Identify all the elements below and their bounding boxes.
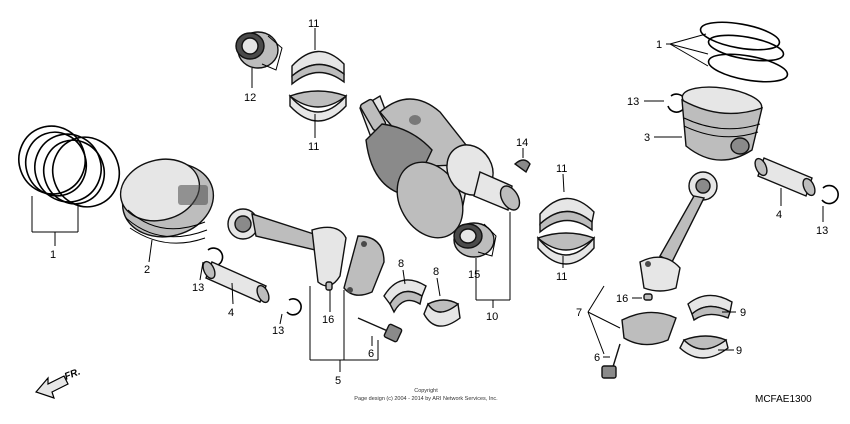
- callout-4-right[interactable]: 4: [776, 209, 782, 221]
- rod-bearing-b[interactable]: [423, 299, 461, 327]
- callout-13-left-b[interactable]: 13: [272, 325, 284, 337]
- callout-14[interactable]: 14: [516, 137, 528, 149]
- crank-bearing-upper-top[interactable]: [291, 50, 345, 86]
- rod-bearing-right-b[interactable]: [679, 335, 729, 359]
- callout-10[interactable]: 10: [486, 311, 498, 323]
- callout-8-a[interactable]: 8: [398, 258, 404, 270]
- callout-11-top[interactable]: 11: [308, 18, 319, 30]
- piston-pin-left[interactable]: [201, 260, 272, 305]
- callout-13-left-a[interactable]: 13: [192, 282, 204, 294]
- rod-bearing-a[interactable]: [383, 279, 427, 314]
- callout-2[interactable]: 2: [144, 264, 150, 276]
- dowel-pin-left[interactable]: [325, 281, 333, 291]
- callout-5[interactable]: 5: [335, 375, 341, 387]
- rod-bolt-left[interactable]: [357, 317, 403, 343]
- connecting-rod-left[interactable]: [227, 208, 385, 296]
- front-direction-arrow: FR.: [34, 367, 82, 399]
- callout-6-left[interactable]: 6: [368, 348, 374, 360]
- piston-right[interactable]: [680, 83, 763, 161]
- callout-16-left[interactable]: 16: [322, 314, 334, 326]
- direction-label: FR.: [63, 367, 82, 383]
- dowel-pin-right[interactable]: [643, 293, 653, 301]
- rod-cap-right[interactable]: [621, 311, 677, 346]
- callout-9-a[interactable]: 9: [740, 307, 746, 319]
- callout-1-left[interactable]: 1: [50, 249, 56, 261]
- rod-bearing-right-a[interactable]: [687, 294, 733, 322]
- callout-3[interactable]: 3: [644, 132, 650, 144]
- piston-rings-right[interactable]: [699, 17, 790, 87]
- callout-11-right-top[interactable]: 11: [556, 163, 567, 175]
- callout-labels: 1 2 13 4 13 16 6 5 8 8 10 14 15 11 11 11…: [50, 18, 828, 387]
- snap-ring-left-b[interactable]: [286, 298, 302, 316]
- crank-bearing-lower-right[interactable]: [536, 232, 596, 265]
- callout-16-right[interactable]: 16: [616, 293, 628, 305]
- callout-13-right[interactable]: 13: [816, 225, 828, 237]
- connecting-rod-right[interactable]: [639, 171, 718, 292]
- crank-bearing-upper-right[interactable]: [539, 197, 595, 234]
- callout-4-left[interactable]: 4: [228, 307, 234, 319]
- diagram-code: MCFAE1300: [755, 394, 812, 405]
- callout-1-right[interactable]: 1: [656, 39, 662, 51]
- piston-rings-left[interactable]: [9, 117, 129, 216]
- callout-11-right-bottom[interactable]: 11: [556, 271, 567, 283]
- needle-bearing-top[interactable]: [235, 31, 283, 71]
- rod-bolt-right[interactable]: [601, 343, 621, 379]
- needle-bearing-crank[interactable]: [453, 222, 497, 258]
- callout-8-b[interactable]: 8: [433, 266, 439, 278]
- crank-bearing-lower-top[interactable]: [288, 90, 348, 122]
- crankshaft[interactable]: [359, 94, 523, 250]
- callout-7[interactable]: 7: [576, 307, 582, 319]
- callout-15[interactable]: 15: [468, 269, 480, 281]
- callout-9-b[interactable]: 9: [736, 345, 742, 357]
- snap-ring-right[interactable]: [821, 184, 839, 205]
- callout-12[interactable]: 12: [244, 92, 256, 104]
- callout-11-mid[interactable]: 11: [308, 141, 319, 153]
- piston-left[interactable]: [114, 151, 222, 247]
- leader-lines: [31, 28, 824, 372]
- callout-13-right-top[interactable]: 13: [627, 96, 639, 108]
- woodruff-key[interactable]: [513, 159, 531, 174]
- piston-pin-right[interactable]: [753, 157, 818, 198]
- callout-6-right[interactable]: 6: [594, 352, 600, 364]
- copyright-line-1: Copyright: [414, 388, 438, 394]
- copyright-line-2: Page design (c) 2004 - 2014 by ARI Netwo…: [354, 396, 498, 402]
